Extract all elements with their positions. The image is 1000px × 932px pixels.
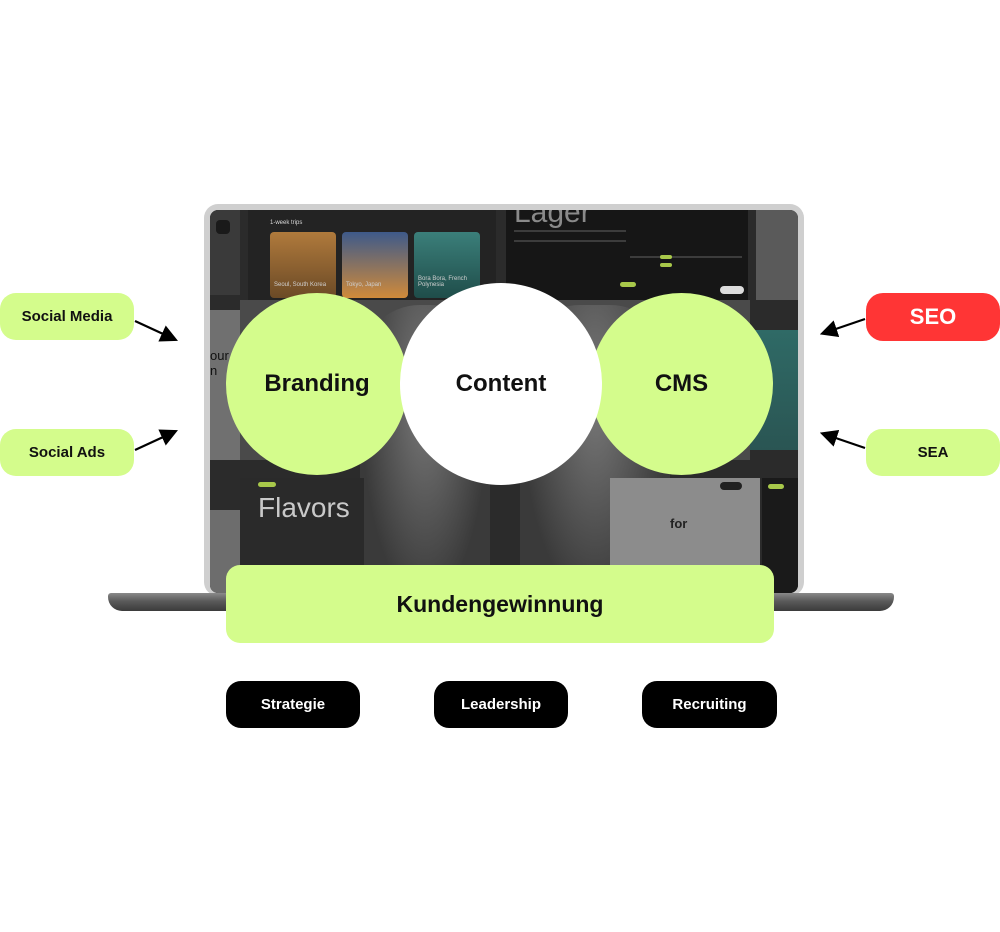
arrow-social-media (134, 320, 178, 342)
partial-text-left-2: n (210, 363, 218, 378)
lager-chip (660, 263, 672, 267)
circle-cms: CMS (590, 293, 773, 475)
lager-chip (620, 282, 636, 287)
label-sea: SEA (866, 429, 1000, 476)
screen-panel-bottom-right (610, 478, 760, 578)
flavors-heading: Flavors (258, 492, 350, 523)
lager-chip (660, 255, 672, 259)
trip-card-seoul (270, 232, 336, 298)
trip-caption-seoul: Seoul, South Korea (274, 282, 327, 288)
label-social-ads: Social Ads (0, 429, 134, 476)
lager-heading: Lager (514, 210, 591, 229)
arrow-sea (819, 429, 866, 450)
trip-card-tokyo (342, 232, 408, 298)
screen-icon-block (216, 220, 230, 234)
trip-caption-tokyo: Tokyo, Japan (346, 282, 382, 288)
flavors-chip (258, 482, 276, 487)
button-strategie[interactable]: Strategie (226, 681, 360, 728)
button-leadership[interactable]: Leadership (434, 681, 568, 728)
circle-content: Content (400, 283, 602, 485)
screen-block-right (756, 210, 798, 300)
partial-text-left-1: our (210, 348, 229, 363)
label-social-media: Social Media (0, 293, 134, 340)
arrow-seo (819, 317, 866, 338)
trip-cards-title: 1-week trips (270, 220, 303, 226)
button-recruiting[interactable]: Recruiting (642, 681, 777, 728)
screen-chip-right (768, 484, 784, 489)
arrow-social-ads (134, 429, 178, 451)
lager-line (514, 230, 626, 232)
screen-nav-button (720, 482, 742, 490)
bar-kundengewinnung: Kundengewinnung (226, 565, 774, 643)
partial-text-right: for (670, 516, 688, 531)
lager-line (514, 240, 626, 242)
lager-line (630, 256, 742, 258)
lager-button (720, 286, 744, 294)
circle-branding: Branding (226, 293, 408, 475)
trip-caption-bora-bora: Bora Bora, French Polynesia (418, 276, 468, 288)
label-seo: SEO (866, 293, 1000, 341)
